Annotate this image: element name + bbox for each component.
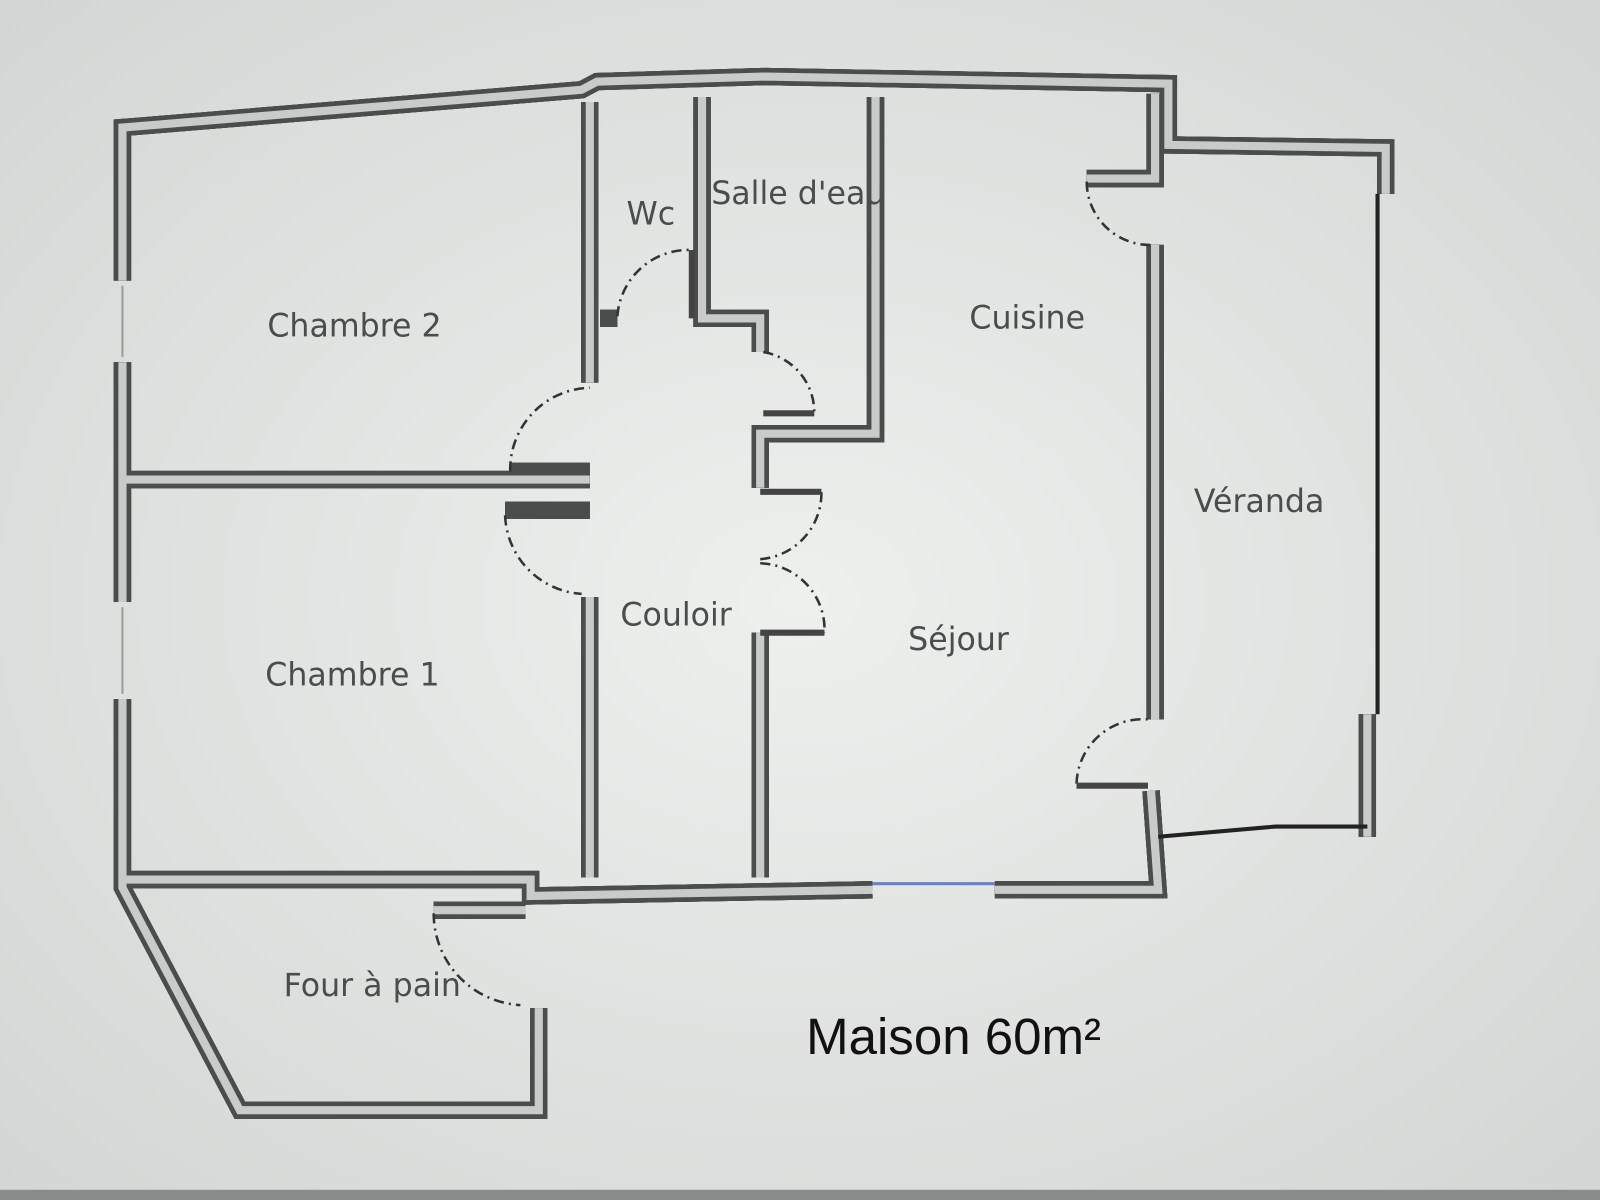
label-veranda: Véranda [1194, 484, 1325, 520]
room-labels: Chambre 2 Chambre 1 Wc Salle d'eau Cuisi… [265, 176, 1324, 1065]
screen-edge [0, 1189, 1600, 1200]
plan-title: Maison 60m² [806, 1008, 1101, 1065]
veranda-glazing [121, 193, 1380, 886]
label-four-a-pain: Four à pain [284, 968, 461, 1004]
label-wc: Wc [627, 196, 676, 232]
label-cuisine: Cuisine [969, 301, 1085, 337]
label-salle-deau: Salle d'eau [711, 176, 885, 212]
label-couloir: Couloir [620, 598, 731, 634]
label-sejour: Séjour [908, 622, 1009, 658]
label-chambre-1: Chambre 1 [265, 658, 439, 694]
label-chambre-2: Chambre 2 [267, 309, 441, 345]
doors [432, 181, 1154, 1007]
wall-inner-lines [118, 72, 1390, 1115]
